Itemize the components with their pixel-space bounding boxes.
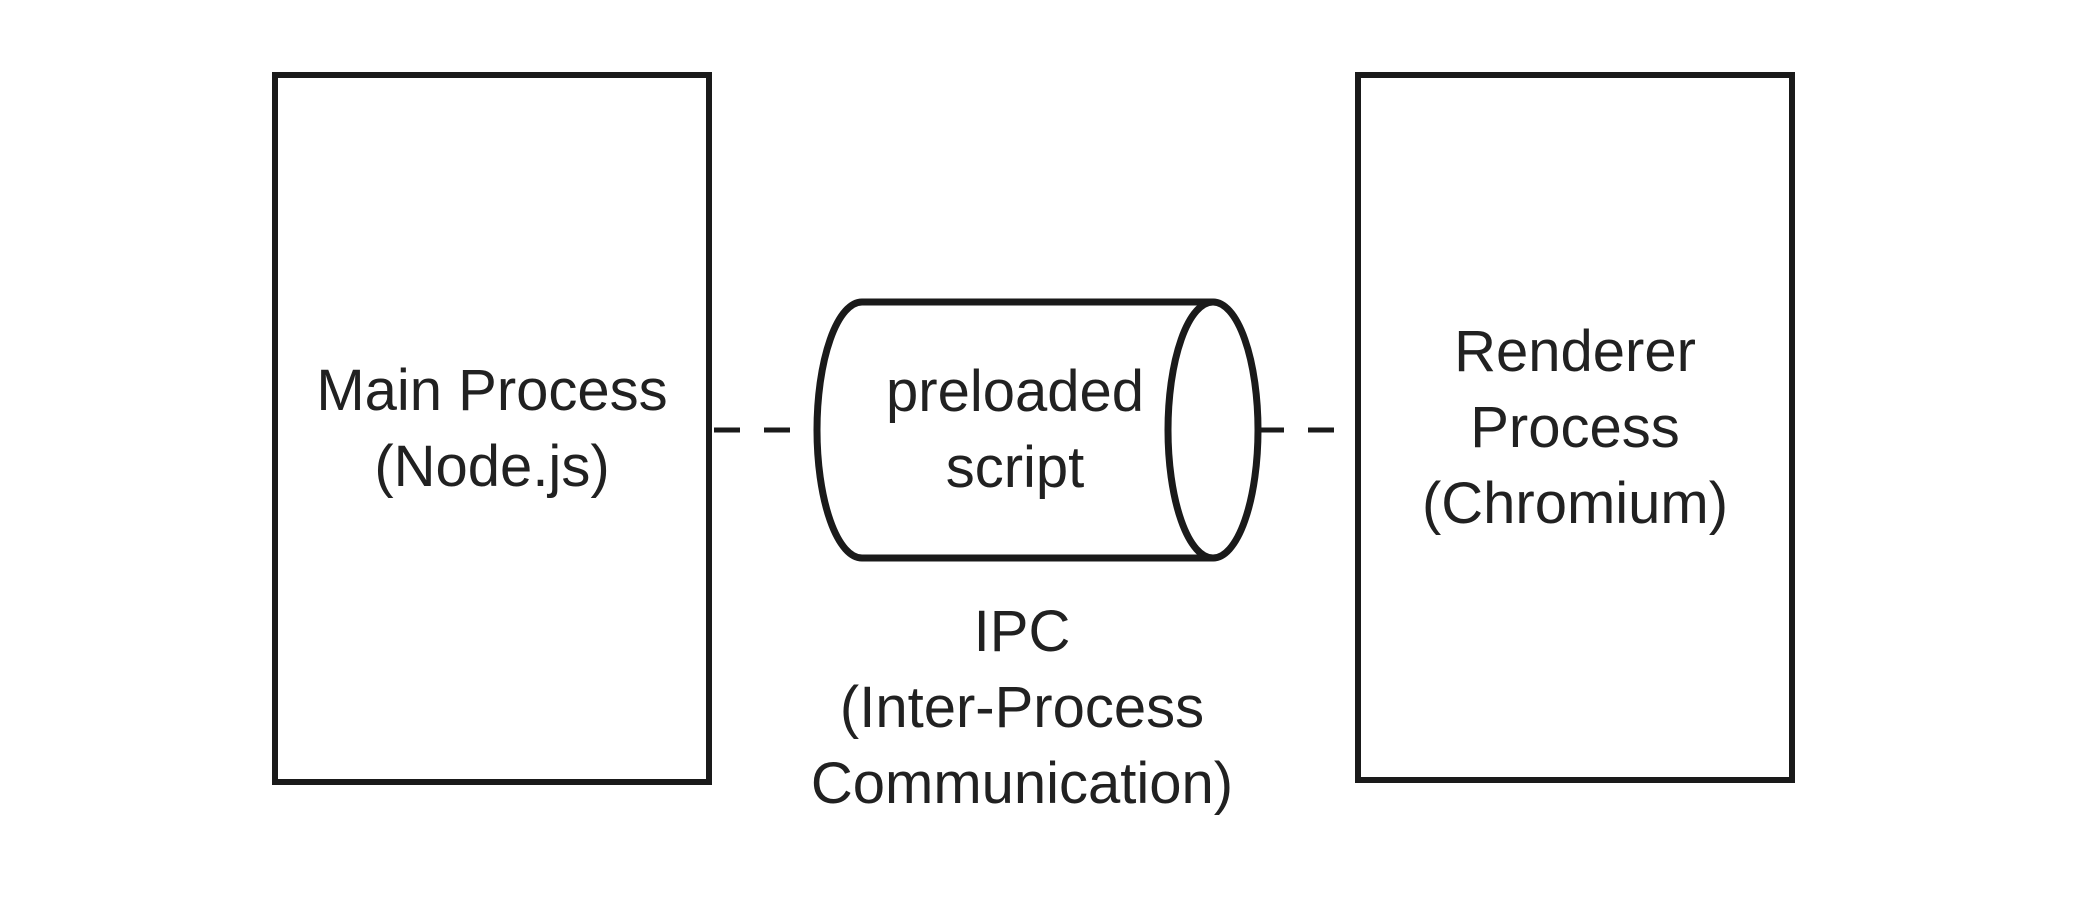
ipc-caption: IPC (Inter-Process Communication) <box>712 594 1332 822</box>
preload-cylinder-end-cap <box>1164 298 1262 562</box>
renderer-process-label: Renderer Process (Chromium) <box>1421 318 1729 536</box>
renderer-process-box: Renderer Process (Chromium) <box>1355 72 1795 783</box>
main-process-label: Main Process (Node.js) <box>316 357 668 499</box>
main-process-box: Main Process (Node.js) <box>272 72 712 785</box>
preload-script-cylinder: preloaded script <box>820 302 1210 558</box>
preload-script-label: preloaded script <box>886 359 1144 500</box>
ipc-caption-label: IPC (Inter-Process Communication) <box>810 599 1234 816</box>
preload-cylinder-body <box>813 298 1217 562</box>
